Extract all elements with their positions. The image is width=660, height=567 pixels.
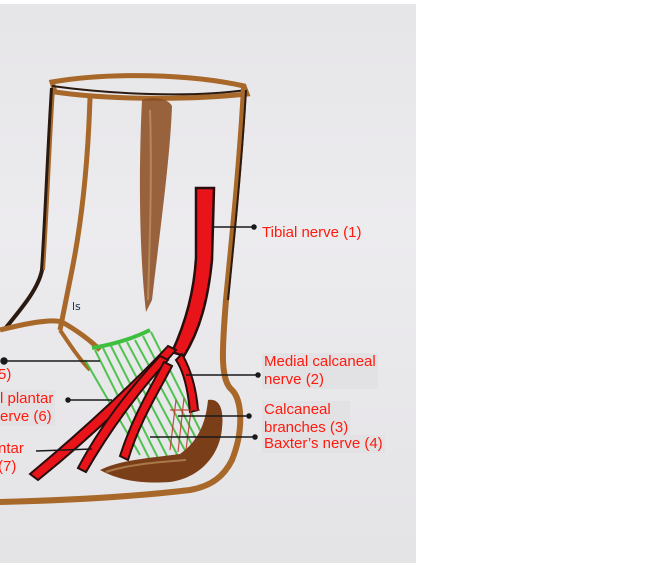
label-medial-calcaneal-nerve: Medial calcaneal nerve (2) — [262, 353, 378, 389]
label-text: Tibial nerve (1) — [262, 224, 362, 241]
svg-text:ls: ls — [72, 300, 81, 313]
label-medial-plantar-nerve-cropped: l plantar erve (6) — [0, 390, 56, 426]
label-text: Baxter’s nerve (4) — [264, 435, 383, 452]
label-text: (7) — [0, 458, 17, 475]
label-text: Calcaneal — [264, 401, 331, 418]
label-text: ntar — [0, 440, 24, 457]
label-lateral-plantar-nerve-cropped: ntar (7) — [0, 440, 24, 476]
label-text: 5) — [0, 366, 12, 383]
label-text: l plantar — [0, 390, 54, 407]
label-tibial-nerve: Tibial nerve (1) — [262, 224, 361, 242]
label-5-cropped: 5) — [0, 366, 11, 384]
label-baxters-nerve: Baxter’s nerve (4) — [262, 435, 385, 453]
label-text: Medial calcaneal — [264, 353, 376, 370]
label-calcaneal-branches: Calcaneal branches (3) — [262, 401, 351, 437]
anatomical-drawing-photo: ls Tibial nerve (1) Medial calcaneal ner… — [0, 4, 416, 563]
label-text: nerve (2) — [264, 371, 325, 388]
label-text: erve (6) — [0, 408, 52, 425]
label-text: branches (3) — [264, 419, 349, 436]
ankle-nerve-illustration: ls — [0, 73, 261, 505]
